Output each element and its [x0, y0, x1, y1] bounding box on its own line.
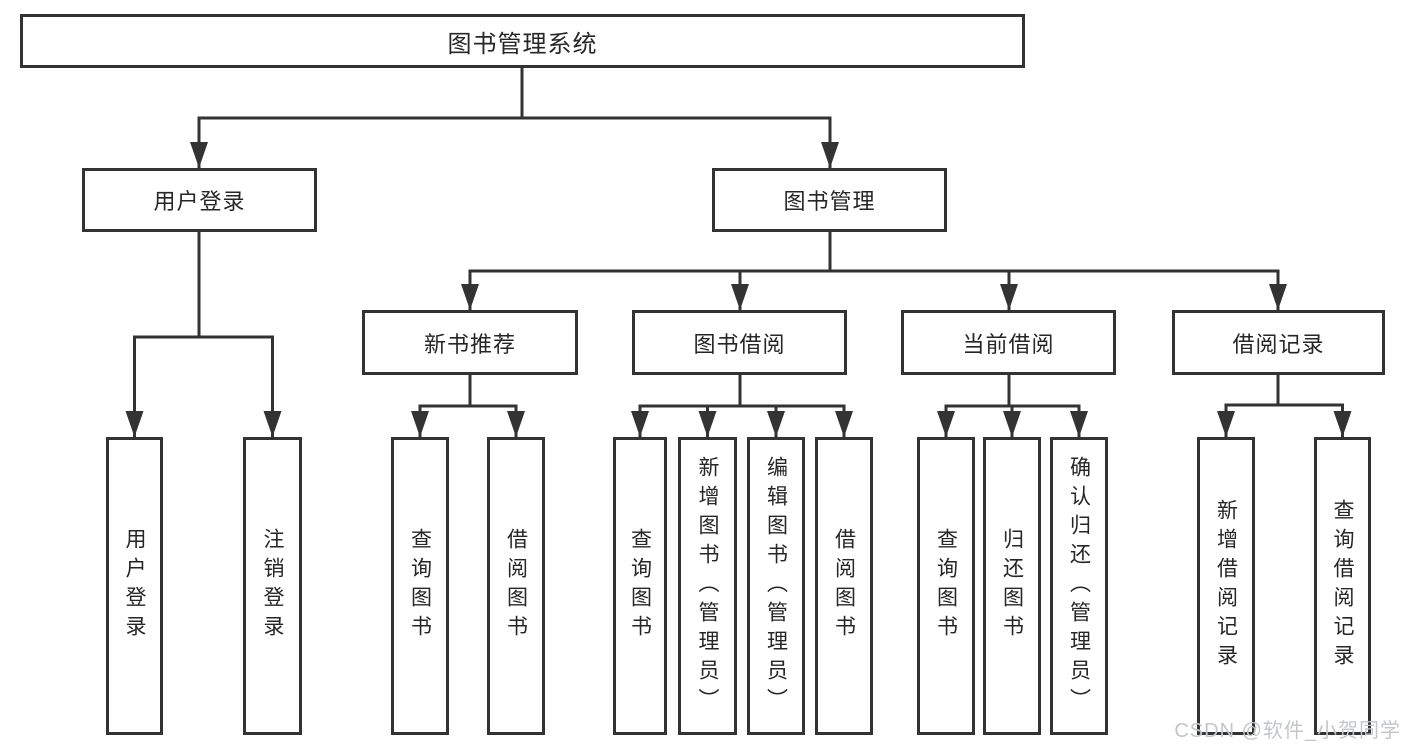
node-nbr-borrow-books: 借阅图书: [487, 437, 545, 735]
node-user-login: 用户登录: [82, 168, 317, 232]
node-logout: 注销登录: [243, 437, 302, 735]
node-root: 图书管理系统: [20, 14, 1025, 68]
node-cb-query-books: 查询图书: [917, 437, 975, 735]
node-cb-confirm-return-admin-label: 确认归还（管理员）: [1067, 455, 1091, 717]
node-nbr-borrow-books-label: 借阅图书: [504, 528, 528, 644]
node-bb-borrow-books: 借阅图书: [815, 437, 873, 735]
node-current-borrow-label: 当前借阅: [962, 331, 1055, 357]
node-bb-add-books-admin-label: 新增图书（管理员）: [696, 455, 719, 717]
node-book-management: 图书管理: [712, 168, 947, 232]
node-cb-query-books-label: 查询图书: [934, 528, 958, 644]
node-cb-return-books-label: 归还图书: [1000, 528, 1024, 644]
node-br-query-record-label: 查询借阅记录: [1331, 499, 1354, 673]
node-login-label: 用户登录: [123, 528, 146, 644]
node-nbr-query-books: 查询图书: [391, 437, 449, 735]
node-current-borrow: 当前借阅: [901, 310, 1116, 375]
node-new-book-recommend-label: 新书推荐: [423, 331, 516, 357]
node-br-add-record-label: 新增借阅记录: [1214, 499, 1238, 673]
node-book-borrow: 图书借阅: [632, 310, 847, 375]
node-new-book-recommend: 新书推荐: [362, 310, 578, 375]
node-bb-edit-books-admin: 编辑图书（管理员）: [747, 437, 805, 735]
node-nbr-query-books-label: 查询图书: [408, 528, 432, 644]
node-cb-return-books: 归还图书: [983, 437, 1041, 735]
node-login: 用户登录: [106, 437, 163, 735]
csdn-watermark: CSDN @软件_小贺同学: [1174, 720, 1401, 742]
node-user-login-label: 用户登录: [153, 189, 246, 214]
node-borrow-records: 借阅记录: [1172, 310, 1385, 375]
node-root-label: 图书管理系统: [447, 30, 598, 58]
node-br-query-record: 查询借阅记录: [1314, 437, 1371, 735]
node-br-add-record: 新增借阅记录: [1197, 437, 1255, 735]
node-book-management-label: 图书管理: [783, 189, 876, 214]
node-bb-edit-books-admin-label: 编辑图书（管理员）: [764, 455, 788, 717]
node-bb-add-books-admin: 新增图书（管理员）: [678, 437, 737, 735]
node-bb-query-books: 查询图书: [613, 437, 667, 735]
node-borrow-records-label: 借阅记录: [1232, 331, 1325, 357]
node-logout-label: 注销登录: [261, 528, 284, 644]
node-bb-query-books-label: 查询图书: [628, 528, 652, 644]
node-book-borrow-label: 图书借阅: [693, 331, 786, 357]
node-bb-borrow-books-label: 借阅图书: [832, 528, 856, 644]
node-cb-confirm-return-admin: 确认归还（管理员）: [1050, 437, 1108, 735]
